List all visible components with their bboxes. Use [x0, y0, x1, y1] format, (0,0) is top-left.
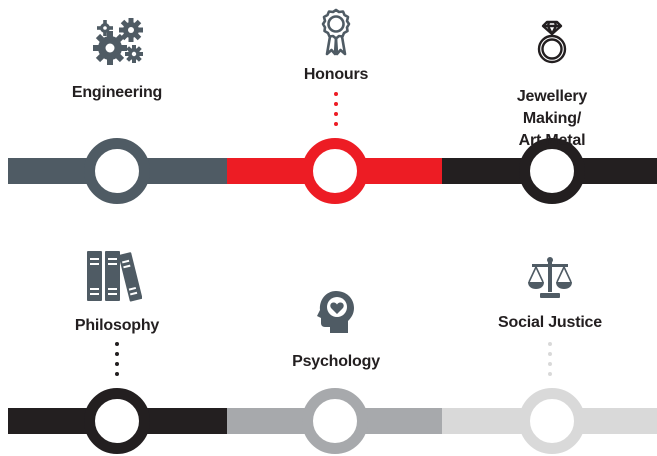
node-ring-psychology	[302, 388, 368, 454]
scales-icon	[527, 256, 573, 305]
label-psychology: Psychology	[292, 353, 380, 370]
label-honours: Honours	[303, 66, 369, 83]
head-heart-icon	[316, 290, 356, 339]
node-ring-honours	[302, 138, 368, 204]
connector-dots-honours	[334, 92, 338, 132]
gears-icon	[90, 16, 146, 73]
award-ribbon-icon	[321, 8, 351, 61]
connector-dots-social-justice	[548, 342, 552, 382]
node-ring-philosophy	[84, 388, 150, 454]
label-social-justice: Social Justice	[498, 314, 602, 331]
label-philosophy: Philosophy	[74, 317, 160, 334]
diamond-ring-icon	[535, 20, 569, 71]
label-engineering: Engineering	[71, 84, 163, 101]
node-ring-engineering	[84, 138, 150, 204]
node-ring-social-justice	[519, 388, 585, 454]
books-icon	[86, 250, 143, 307]
label-jewellery: Jewellery Making/ Art Metal	[516, 88, 588, 149]
connector-dots-philosophy	[115, 342, 119, 382]
node-ring-jewellery	[519, 138, 585, 204]
